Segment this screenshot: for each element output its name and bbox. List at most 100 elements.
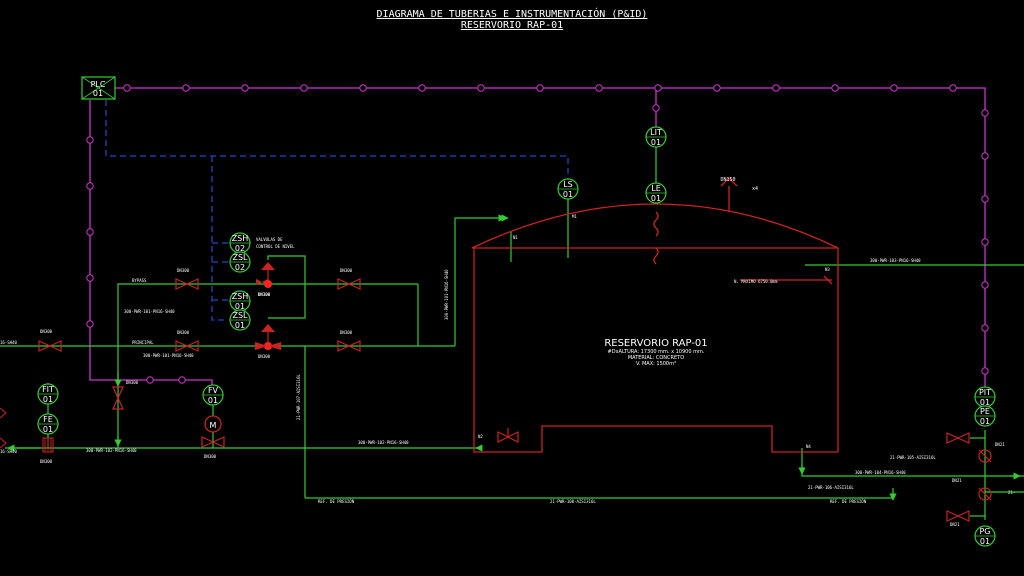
diagram-title: DIAGRAMA DE TUBERIAS E INSTRUMENTACIÓN (…	[377, 7, 648, 20]
instrument-le-num: 01	[651, 194, 661, 203]
instrument-fv-tag: FV	[208, 386, 219, 395]
line-left-in: 16-SH40	[0, 340, 17, 345]
line-p103: 300-PWR-103-PN16-SH40	[870, 258, 921, 263]
motor-label: M	[210, 421, 217, 430]
valve-v4-size: DN300	[340, 268, 353, 273]
label-control-nivel: CONTROL DE NIVEL	[256, 244, 295, 249]
instrument-le-tag: LE	[651, 184, 661, 193]
valve-n2[interactable]	[497, 428, 519, 443]
valve-v9[interactable]: DN300	[201, 436, 225, 459]
label-bypass: BYPASS	[132, 278, 147, 283]
signal-marker	[178, 376, 186, 384]
instrument-fe-tag: FE	[43, 415, 53, 424]
valve-v1-body	[38, 340, 62, 352]
instrument-lit-num: 01	[651, 138, 661, 147]
valve-dn21a[interactable]: DN21	[946, 432, 1005, 447]
nozzle-n4: N4	[806, 444, 811, 449]
valve-v6[interactable]: DN300	[112, 380, 139, 410]
motor[interactable]: M	[204, 415, 222, 433]
valve-v6-body	[112, 386, 124, 410]
valve-v5-size: DN300	[340, 330, 353, 335]
signal-marker	[86, 274, 94, 282]
instrument-pg-tag: PG	[979, 527, 990, 536]
valve-v10[interactable]: DN300	[258, 292, 271, 297]
instrument-fit-tag: FIT	[42, 385, 54, 394]
label-ref-presion-1: REF. DE PRESIÓN	[318, 499, 355, 504]
label-valvulas: VALVULAS DE	[256, 237, 283, 242]
signal-marker	[890, 84, 898, 92]
signal-marker	[981, 281, 989, 289]
control-valve-upper[interactable]	[256, 262, 275, 288]
valve-v2[interactable]: DN300	[175, 268, 199, 290]
flow-element	[42, 437, 54, 453]
instrument-ls-num: 01	[563, 190, 573, 199]
instrument-fit-num: 01	[43, 395, 53, 404]
line-p101a: 300-PWR-101-PN16-SH40	[124, 309, 175, 314]
signal-marker	[654, 84, 662, 92]
process-pipes	[0, 146, 1024, 520]
signal-marker	[595, 84, 603, 92]
tank-volume: V. MAX: 1500m³	[636, 361, 676, 367]
signal-marker	[981, 238, 989, 246]
signal-marker	[981, 324, 989, 332]
valve-v9-size: DN300	[204, 454, 217, 459]
instrument-lit-tag: LIT	[650, 128, 662, 137]
line-p108: 21-PWR-108-AISI316L	[550, 499, 596, 504]
left-flange	[0, 407, 7, 449]
control-valve-lower[interactable]	[255, 324, 281, 350]
pressure-tees	[978, 449, 992, 501]
signal-marker	[477, 84, 485, 92]
valve-v2-body	[175, 278, 199, 290]
tank-name: RESERVORIO RAP-01	[604, 338, 707, 349]
line-p102b: 300-PWR-102-PN16-SH40	[358, 440, 409, 445]
tank-dims: #DxALTURA: 17300 mm. x 10900 mm.	[608, 349, 705, 355]
signal-marker	[146, 376, 154, 384]
instrument-fe-num: 01	[43, 425, 53, 434]
signal-marker	[772, 84, 780, 92]
valve-v3[interactable]: DN300	[175, 330, 199, 352]
valve-dn21b[interactable]: DN21	[946, 510, 970, 527]
nozzle-n2: N2	[478, 434, 483, 439]
valve-v4[interactable]: DN300	[337, 268, 361, 290]
signal-marker	[652, 104, 660, 112]
valve-v1[interactable]: DN300	[38, 329, 62, 352]
signal-marker	[86, 320, 94, 328]
signal-marker	[359, 84, 367, 92]
valve-dn21b-size: DN21	[950, 522, 960, 527]
tank-outline	[471, 177, 839, 453]
vent-qty: x4	[752, 186, 758, 192]
valve-dn21a-size: DN21	[995, 442, 1005, 447]
valve-v11[interactable]: DN300	[258, 354, 271, 359]
nozzle-n3: N3	[825, 267, 830, 272]
valve-v7-size: DN300	[40, 459, 53, 464]
valve-v9-body	[201, 436, 225, 448]
valve-v5[interactable]: DN300	[337, 330, 361, 352]
instrument-bubbles: LIT01LE01LS01ZSH02ZSL02ZSH01ZSL01FIT01FE…	[37, 126, 996, 547]
signal-marker	[241, 84, 249, 92]
signal-marker	[418, 84, 426, 92]
signal-marker	[86, 182, 94, 190]
signal-marker	[536, 84, 544, 92]
signal-marker	[713, 84, 721, 92]
line-p107: 21-PWR-107-AISI316L	[296, 374, 301, 420]
valve-v6-size: DN300	[126, 380, 139, 385]
plc-controller[interactable]: PLC 01	[81, 76, 116, 100]
instrument-pit-num: 01	[980, 398, 990, 407]
signal-marker	[981, 109, 989, 117]
instrument-zsh02-num: 02	[235, 244, 245, 253]
valve-dn21a-body	[946, 432, 970, 444]
